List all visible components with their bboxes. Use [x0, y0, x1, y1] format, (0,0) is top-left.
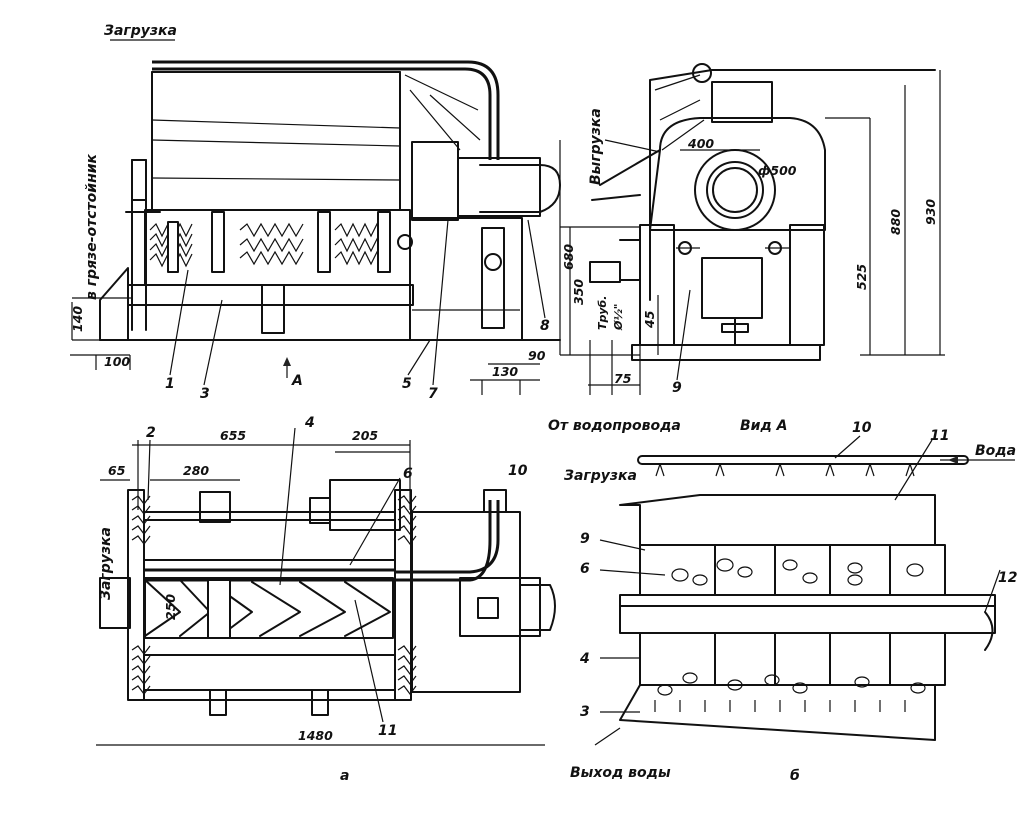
caption-a: а	[340, 768, 349, 784]
label-load-top: Загрузка	[104, 23, 177, 39]
label-from-water-supply: От водопровода	[548, 418, 681, 434]
part-11-view-a: 11	[930, 428, 949, 444]
dim-350: 350	[571, 279, 586, 305]
label-unload: Выгрузка	[588, 108, 604, 185]
part-12: 12	[998, 570, 1017, 586]
part-10-plan: 10	[508, 463, 528, 479]
dim-140: 140	[70, 306, 85, 332]
part-6-view-a: 6	[580, 561, 590, 577]
part-3-view-a: 3	[580, 704, 590, 720]
part-9-view-a: 9	[580, 531, 590, 547]
dim-400: 400	[687, 136, 714, 151]
label-load-view-b: Загрузка	[564, 468, 637, 484]
label-arrow-a: А	[291, 373, 303, 389]
dim-65: 65	[108, 463, 126, 478]
view-a	[594, 455, 1015, 746]
label-load-side: Загрузка	[98, 527, 114, 600]
dim-205: 205	[352, 428, 378, 443]
label-pipe-size: Ø½"	[612, 304, 625, 331]
dim-930: 930	[923, 199, 938, 225]
caption-b: б	[790, 768, 800, 784]
dim-75: 75	[614, 371, 632, 386]
potatoes	[657, 558, 926, 696]
front-view	[70, 39, 561, 395]
part-9-side: 9	[672, 380, 682, 396]
side-view	[560, 63, 945, 395]
dim-280: 280	[183, 463, 209, 478]
part-4-plan: 4	[304, 415, 315, 431]
dim-1480: 1480	[298, 728, 333, 743]
label-water-exit: Выход воды	[570, 765, 671, 781]
dim-655: 655	[220, 428, 246, 443]
part-5: 5	[402, 376, 412, 392]
label-view-a: Вид А	[740, 418, 788, 434]
dim-90: 90	[528, 348, 546, 363]
dim-250: 250	[163, 594, 178, 620]
dim-880: 880	[888, 209, 903, 235]
part-10-view-a: 10	[852, 420, 872, 436]
dim-680: 680	[561, 244, 576, 270]
spring-group	[149, 222, 390, 268]
plan-view	[96, 440, 556, 746]
part-6-plan: 6	[403, 466, 413, 482]
part-8: 8	[540, 318, 550, 334]
part-2: 2	[146, 425, 156, 441]
part-1: 1	[165, 376, 175, 392]
part-7: 7	[428, 386, 438, 402]
label-water: Вода	[975, 443, 1016, 459]
part-numbers: 1 3 5 7 8 9 2 4 6 10 11 10 11 9 6 4 3 12	[146, 219, 1017, 739]
label-pipe: Труб.	[596, 296, 609, 330]
dim-500: ф500	[758, 163, 797, 178]
dim-130: 130	[492, 364, 518, 379]
text-labels: Загрузка в грязе-отстойник Выгрузка От в…	[84, 23, 1016, 784]
part-3-front: 3	[200, 386, 210, 402]
dim-100: 100	[104, 354, 130, 369]
label-mud-trap: в грязе-отстойник	[84, 153, 100, 300]
part-11-plan: 11	[378, 723, 397, 739]
part-4-view-a: 4	[579, 651, 590, 667]
dim-45: 45	[642, 310, 657, 329]
dimension-labels: 140 100 680 90 130 400 ф500 350 45 75 52…	[70, 136, 938, 743]
dim-525: 525	[854, 264, 869, 290]
